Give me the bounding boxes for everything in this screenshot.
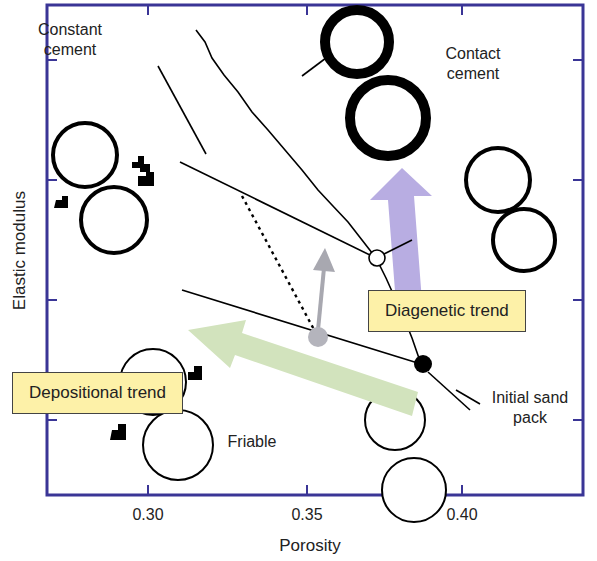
- region-label: Friable: [212, 432, 292, 452]
- region-label: Initial sand pack: [490, 388, 570, 428]
- model-curves: [158, 30, 480, 410]
- trend-box: Diagenetic trend: [368, 290, 526, 332]
- black-dot: [414, 355, 432, 373]
- axis-title: Elastic modulus: [9, 176, 30, 326]
- tick-label: 0.35: [282, 505, 332, 525]
- region-label: Constant cement: [25, 20, 115, 60]
- axis-title: Porosity: [250, 535, 370, 556]
- trend-label: Diagenetic trend: [385, 301, 509, 320]
- tick-label: 0.40: [437, 505, 487, 525]
- grain-sketches: [53, 10, 555, 522]
- open-dot: [369, 250, 385, 266]
- depositional-arrow: [188, 320, 418, 416]
- trend-box: Depositional trend: [12, 372, 183, 414]
- cement-arrow-shaft: [318, 268, 324, 330]
- plot-frame: [47, 5, 583, 495]
- cement-arrow-head: [313, 248, 335, 272]
- region-label: Contact cement: [428, 44, 518, 84]
- axis-ticks: [47, 5, 583, 495]
- tick-label: 0.30: [123, 505, 173, 525]
- trend-label: Depositional trend: [29, 383, 166, 402]
- gray-dot: [308, 327, 328, 347]
